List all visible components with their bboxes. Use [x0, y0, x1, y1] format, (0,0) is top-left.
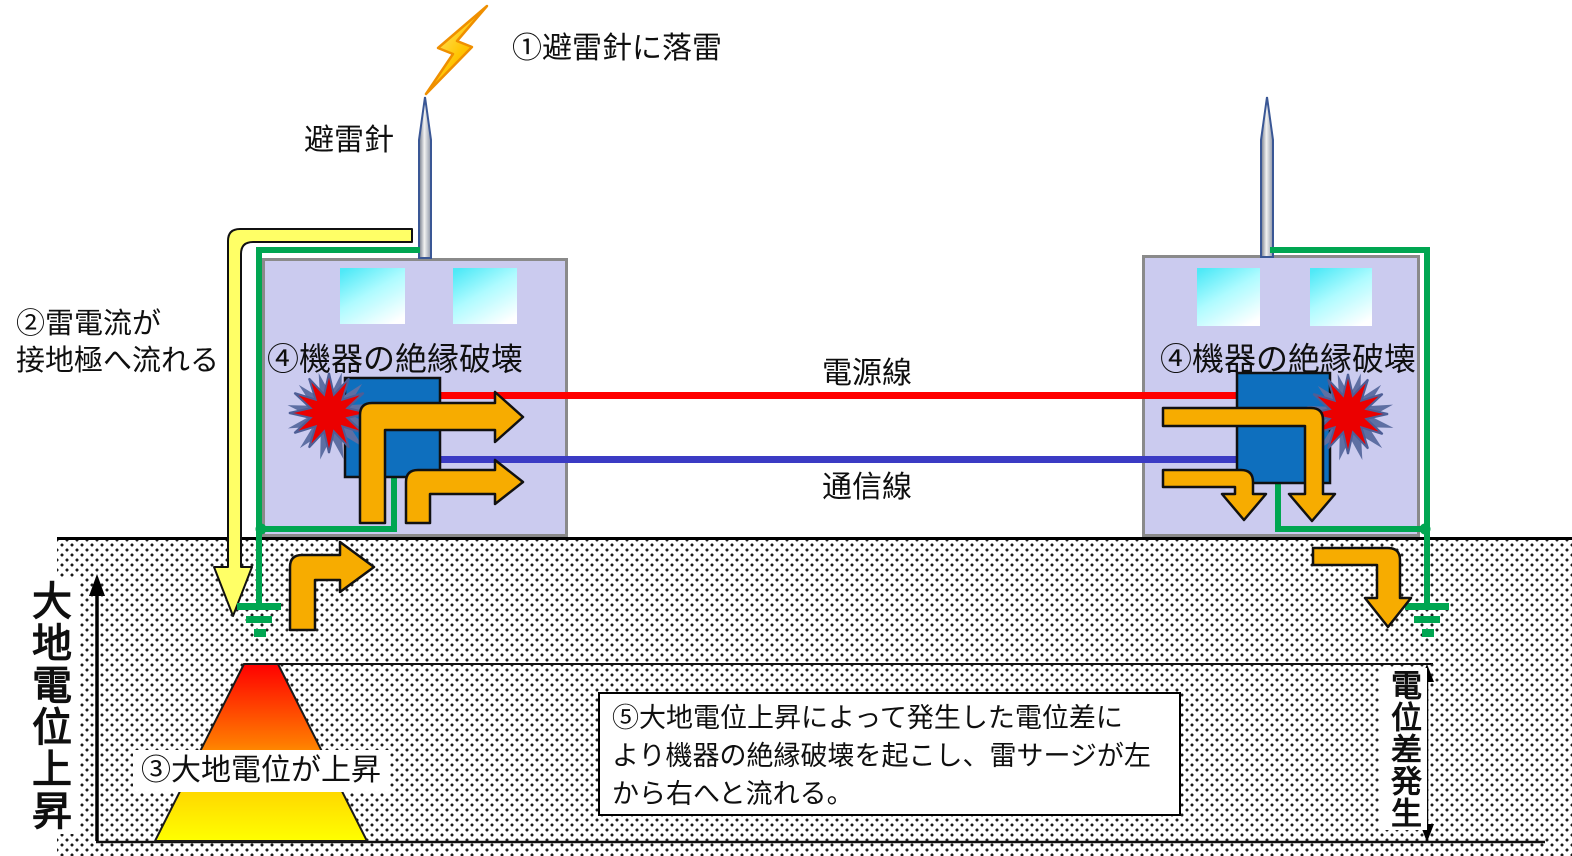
window-icon	[340, 268, 405, 324]
label-ground-potential-rise: ③大地電位が上昇	[133, 750, 389, 792]
note-box: ⑤大地電位上昇によって発生した電位差に より機器の絶縁破壊を起こし、雷サージが左…	[598, 692, 1181, 816]
label-comm-line: 通信線	[822, 471, 912, 504]
label-lightning-current: ②雷電流が 接地極へ流れる	[16, 308, 220, 377]
label-lightning-strike: ①避雷針に落雷	[512, 32, 722, 65]
window-icon	[453, 268, 517, 324]
label-axis-ground-potential: 大地電位上昇	[16, 578, 80, 834]
label-insulation-breakdown-right: ④機器の絶縁破壊	[1160, 341, 1417, 377]
window-icon	[1310, 268, 1372, 326]
label-axis-potential-difference: 電位差発生	[1380, 668, 1427, 830]
label-lightning-rod: 避雷針	[304, 124, 394, 157]
lightning-bolt-icon	[424, 4, 489, 96]
wire-junction-dot	[1419, 523, 1431, 535]
lightning-rod-left-icon	[418, 96, 432, 259]
window-icon	[1197, 268, 1260, 326]
label-insulation-breakdown-left: ④機器の絶縁破壊	[267, 341, 524, 377]
building-right	[1142, 255, 1420, 537]
building-left	[262, 258, 568, 537]
lightning-rod-right-icon	[1260, 96, 1274, 258]
label-power-line: 電源線	[822, 357, 912, 390]
